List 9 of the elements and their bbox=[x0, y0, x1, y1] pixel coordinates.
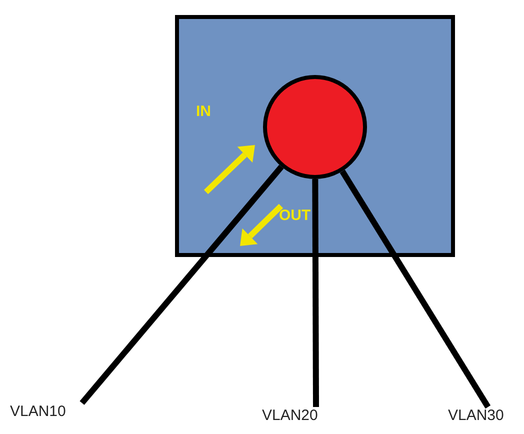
switch-box bbox=[175, 15, 455, 257]
direction-label: IN bbox=[196, 103, 211, 120]
vlan-label: VLAN10 bbox=[10, 403, 66, 421]
connector-line bbox=[340, 170, 491, 409]
vlan-label: VLAN30 bbox=[448, 407, 504, 425]
vlan-label: VLAN20 bbox=[262, 407, 318, 425]
direction-label: OUT bbox=[279, 207, 311, 224]
connector-line bbox=[312, 178, 319, 408]
connector-line bbox=[80, 164, 284, 405]
